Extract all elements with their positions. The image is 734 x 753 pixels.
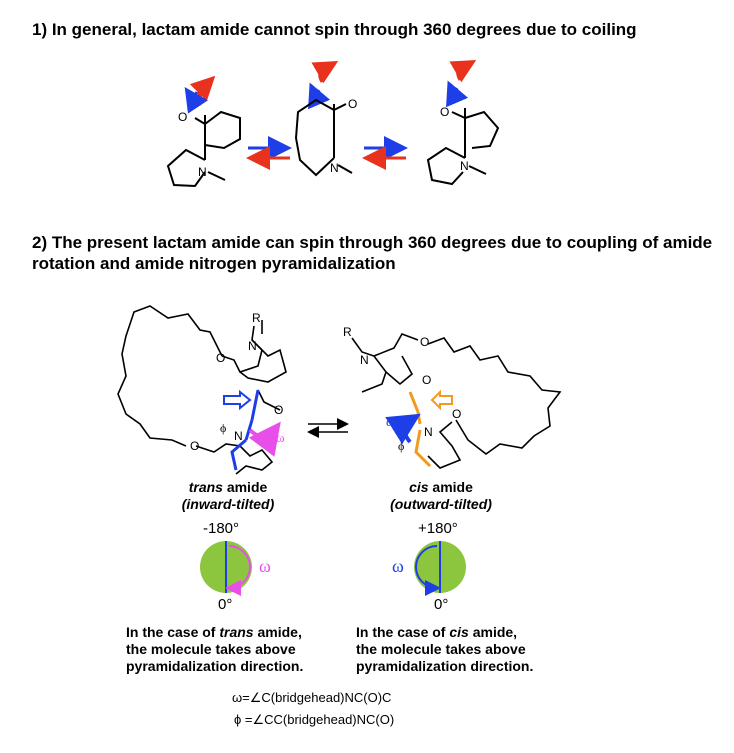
trans-caption: trans amide (inward-tilted) <box>181 479 275 512</box>
section-2-heading: 2) The present lactam amide can spin thr… <box>32 233 713 273</box>
cis-omega-symbol: ω <box>392 556 404 576</box>
cis-caption: cis amide (outward-tilted) <box>390 479 492 512</box>
atom-O: O <box>422 373 431 387</box>
atom-N: N <box>424 425 433 439</box>
atom-R: R <box>343 325 352 339</box>
trans-phi-label: ϕ <box>220 421 226 435</box>
cis-case-note: In the case of cis amide, the molecule t… <box>356 624 534 674</box>
cis-direction-arrow <box>430 389 453 411</box>
cis-macrocycle <box>351 333 562 469</box>
trans-angle-bottom: 0° <box>218 596 233 613</box>
atom-N: N <box>234 429 243 443</box>
trans-direction-arrow <box>223 389 252 411</box>
cis-angle-bottom: 0° <box>434 596 449 613</box>
atom-R: R <box>252 311 261 325</box>
atom-O: O <box>178 110 187 124</box>
equilibrium-arrow-3 <box>307 418 349 438</box>
lactam-molecule-3 <box>426 60 500 186</box>
cis-omega-label: ω <box>386 414 395 429</box>
atom-N: N <box>330 161 339 175</box>
trans-angle-top: -180° <box>203 520 240 537</box>
trans-omega-label: ω <box>276 430 285 445</box>
cis-phi-label: ϕ <box>398 439 404 453</box>
atom-O: O <box>216 351 225 365</box>
trans-angle-diagram <box>200 541 252 596</box>
equilibrium-arrow-2 <box>362 136 408 170</box>
atom-O: O <box>274 403 283 417</box>
trans-case-note: In the case of trans amide, the molecule… <box>126 624 304 674</box>
trans-macrocycle <box>117 305 287 475</box>
atom-N: N <box>460 159 469 173</box>
lactam-molecule-2 <box>294 61 353 177</box>
atom-O: O <box>190 439 199 453</box>
cis-omega-arrow <box>385 413 421 445</box>
cis-angle-diagram <box>414 541 466 596</box>
trans-omega-symbol: ω <box>259 556 271 576</box>
omega-definition: ω=∠C(bridgehead)NC(O)C <box>232 690 392 705</box>
lactam-molecule-1 <box>166 75 241 188</box>
section-1-heading: 1) In general, lactam amide cannot spin … <box>32 20 637 39</box>
trans-omega-arrow <box>248 421 281 457</box>
atom-O: O <box>420 335 429 349</box>
atom-N: N <box>198 165 207 179</box>
cis-angle-top: +180° <box>418 520 458 537</box>
atom-N: N <box>248 339 257 353</box>
atom-O: O <box>440 105 449 119</box>
atom-O: O <box>452 407 461 421</box>
atom-O: O <box>348 97 357 111</box>
phi-definition: ϕ =∠CC(bridgehead)NC(O) <box>234 712 395 727</box>
equilibrium-arrow-1 <box>246 136 292 170</box>
atom-N: N <box>360 353 369 367</box>
